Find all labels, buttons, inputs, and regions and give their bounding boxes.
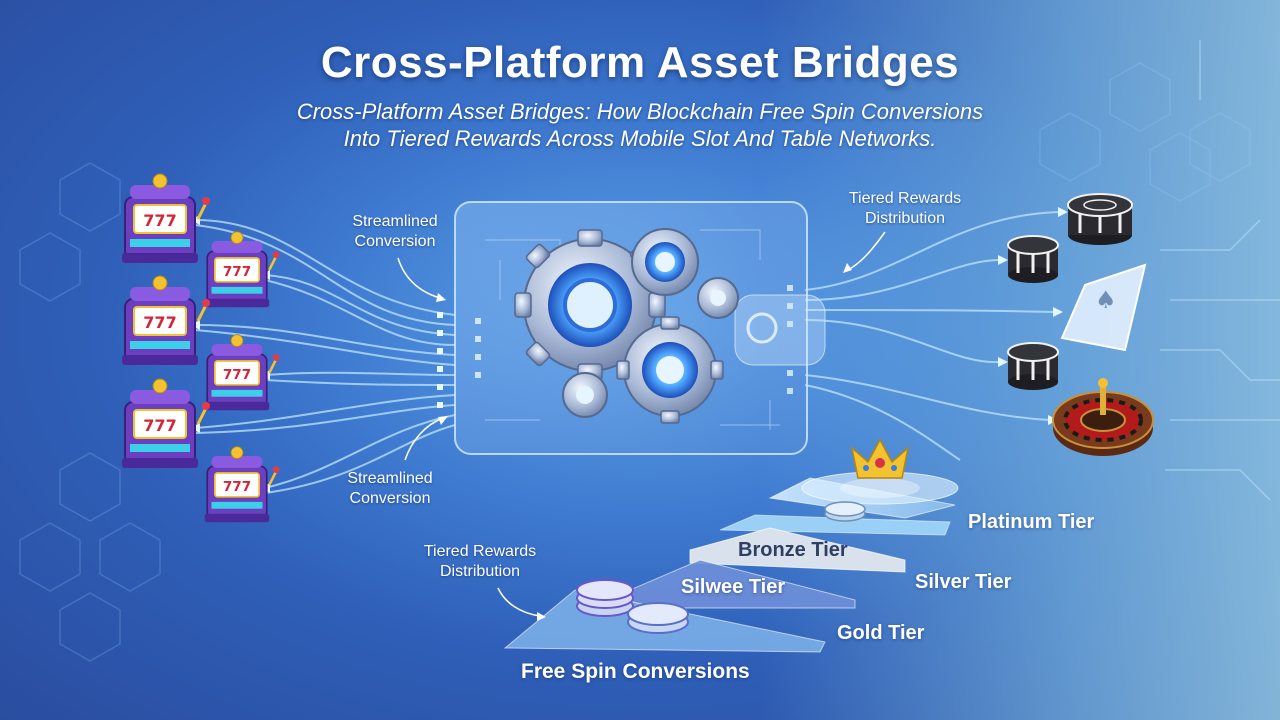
gear-top-right bbox=[631, 228, 699, 296]
hexagon-pattern bbox=[19, 62, 1251, 662]
subtitle-line-2: Into Tiered Rewards Across Mobile Slot A… bbox=[343, 126, 937, 151]
annotation-line: Tiered Rewards bbox=[848, 190, 962, 207]
reel-text: 777 bbox=[143, 211, 176, 230]
flow-lines-right bbox=[804, 211, 1061, 461]
poker-chips-icon bbox=[1067, 193, 1133, 245]
annotation-arrows bbox=[397, 231, 886, 617]
annotation-line: Streamlined bbox=[352, 213, 438, 230]
tier-label-free-spin-conversions: Free Spin Conversions bbox=[521, 660, 750, 683]
svg-text:♠: ♠ bbox=[1095, 286, 1117, 314]
tier-label-silver: Silver Tier bbox=[915, 571, 1012, 593]
circuit-lines bbox=[1160, 40, 1280, 501]
tier-label-platinum: Platinum Tier bbox=[968, 511, 1095, 533]
tier-label-gold: Gold Tier bbox=[837, 622, 925, 644]
slot-machine-icon: 777 bbox=[122, 275, 210, 365]
flow-arrowheads-right bbox=[998, 207, 1068, 425]
gear-small-bottom bbox=[562, 372, 608, 418]
annotation-line: Distribution bbox=[864, 210, 946, 227]
poker-chips-icon bbox=[1007, 235, 1059, 283]
annotation-line: Tiered Rewards bbox=[423, 543, 537, 560]
gear-lower bbox=[616, 316, 724, 424]
reel-text: 777 bbox=[143, 313, 176, 332]
annotation-line: Conversion bbox=[354, 233, 436, 250]
page-title: Cross-Platform Asset Bridges bbox=[320, 38, 960, 87]
reel-text: 777 bbox=[143, 416, 176, 435]
playing-card-icon: ♠ bbox=[1060, 263, 1147, 352]
poker-chips-icon bbox=[1007, 342, 1059, 390]
tier-label-silwee: Silwee Tier bbox=[681, 576, 786, 598]
reel-text: 777 bbox=[223, 367, 251, 383]
annotation-line: Distribution bbox=[439, 563, 521, 580]
slot-machine-icon: 777 bbox=[204, 231, 280, 308]
page-subtitle: Cross-Platform Asset Bridges: How Blockc… bbox=[240, 98, 1040, 152]
subtitle-line-1: Cross-Platform Asset Bridges: How Blockc… bbox=[296, 99, 984, 124]
coin-platinum-icon bbox=[824, 501, 866, 522]
tier-label-bronze: Bronze Tier bbox=[738, 539, 848, 561]
coin-stack-icon bbox=[576, 579, 689, 634]
roulette-wheel-icon bbox=[1052, 378, 1154, 456]
annotation-tiered-bottom: Tiered Rewards Distribution bbox=[400, 542, 560, 582]
annotation-line: Streamlined bbox=[347, 470, 433, 487]
reel-text: 777 bbox=[223, 479, 251, 495]
lock-shape bbox=[734, 294, 826, 366]
annotation-streamlined-top: Streamlined Conversion bbox=[320, 212, 470, 252]
annotation-tiered-top: Tiered Rewards Distribution bbox=[830, 189, 980, 229]
annotation-streamlined-bottom: Streamlined Conversion bbox=[315, 469, 465, 509]
annotation-arrowheads bbox=[436, 263, 852, 621]
slot-machine-icon: 777 bbox=[122, 173, 210, 263]
slot-machine-icon: 777 bbox=[204, 334, 280, 411]
crown-icon bbox=[840, 438, 920, 498]
slot-machine-icon: 777 bbox=[204, 446, 280, 523]
annotation-line: Conversion bbox=[349, 490, 431, 507]
gear-mid-right bbox=[697, 277, 739, 319]
slot-machine-icon: 777 bbox=[122, 378, 210, 468]
reel-text: 777 bbox=[223, 264, 251, 280]
gears-icon bbox=[514, 228, 739, 424]
